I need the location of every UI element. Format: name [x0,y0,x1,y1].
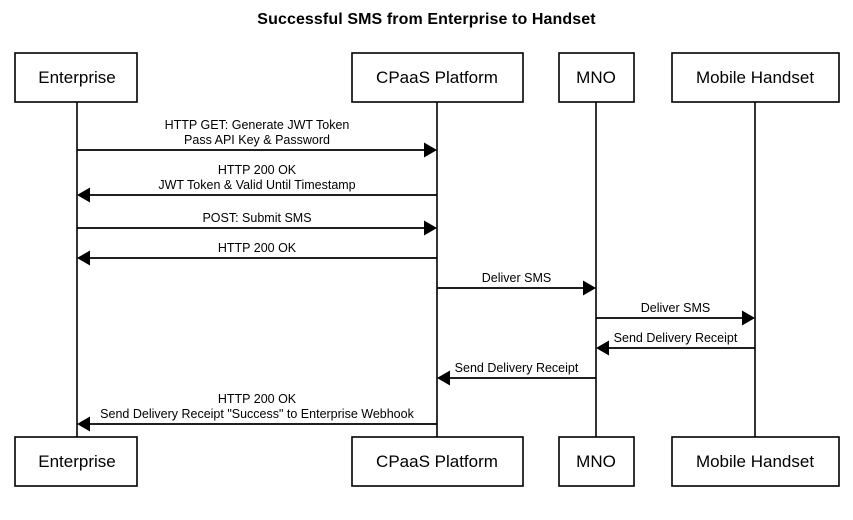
message-arrowhead [742,310,755,326]
message-4-cpaas-to-enterprise[interactable]: HTTP 200 OK [77,241,437,266]
participant-box-mno-top[interactable]: MNO [558,52,635,103]
message-7-handset-to-mno[interactable]: Send Delivery Receipt [596,331,755,356]
participant-label-handset: Mobile Handset [696,68,814,87]
participant-box-enterprise-bottom[interactable]: Enterprise [14,436,138,487]
message-label: POST: Submit SMS [202,211,311,225]
message-arrowhead [583,280,596,296]
message-label: Send Delivery Receipt "Success" to Enter… [100,407,414,421]
participant-box-mno-bottom[interactable]: MNO [558,436,635,487]
message-label: Send Delivery Receipt [614,331,738,345]
message-arrowhead [77,416,90,432]
message-label: HTTP 200 OK [218,163,297,177]
message-arrowhead [437,370,450,386]
message-label: Deliver SMS [482,271,551,285]
participant-label-cpaas: CPaaS Platform [376,68,498,87]
message-arrowhead [596,340,609,356]
message-label: Send Delivery Receipt [455,361,579,375]
participant-box-cpaas-top[interactable]: CPaaS Platform [351,52,524,103]
message-3-enterprise-to-cpaas[interactable]: POST: Submit SMS [77,211,437,236]
participant-box-cpaas-bottom[interactable]: CPaaS Platform [351,436,524,487]
participant-box-handset-top[interactable]: Mobile Handset [671,52,840,103]
participant-label-handset: Mobile Handset [696,452,814,471]
message-arrowhead [77,250,90,266]
participant-box-enterprise-top[interactable]: Enterprise [14,52,138,103]
message-label: HTTP GET: Generate JWT Token [165,118,350,132]
participant-label-enterprise: Enterprise [38,452,115,471]
participant-label-enterprise: Enterprise [38,68,115,87]
message-6-mno-to-handset[interactable]: Deliver SMS [596,301,755,326]
participant-box-handset-bottom[interactable]: Mobile Handset [671,436,840,487]
participant-label-mno: MNO [576,452,616,471]
message-label: Deliver SMS [641,301,710,315]
message-label: HTTP 200 OK [218,241,297,255]
message-arrowhead [424,142,437,158]
message-label: Pass API Key & Password [184,133,330,147]
page-title: Successful SMS from Enterprise to Handse… [257,11,596,28]
message-label: HTTP 200 OK [218,392,297,406]
message-8-mno-to-cpaas[interactable]: Send Delivery Receipt [437,361,596,386]
participant-label-cpaas: CPaaS Platform [376,452,498,471]
message-5-cpaas-to-mno[interactable]: Deliver SMS [437,271,596,296]
message-arrowhead [424,220,437,236]
message-arrowhead [77,187,90,203]
message-label: JWT Token & Valid Until Timestamp [158,178,355,192]
participant-label-mno: MNO [576,68,616,87]
lifelines-layer [76,102,756,437]
